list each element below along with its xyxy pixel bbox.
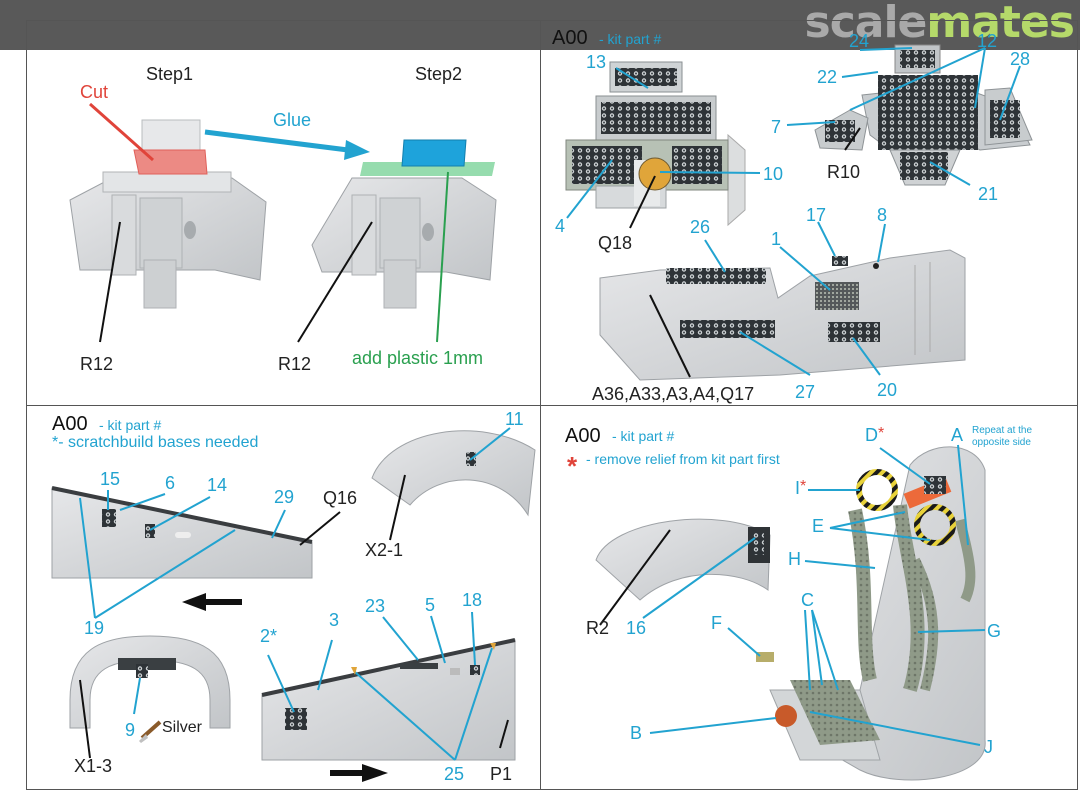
part-23: 23 — [365, 596, 386, 616]
part-g: G — [987, 621, 1002, 641]
q4-subheading: - kit part # — [612, 428, 675, 444]
scratchbuild-asterisk: * — [52, 434, 59, 451]
repeat-note-line2: opposite side — [972, 437, 1031, 448]
part-12: 12 — [977, 31, 998, 51]
part-d-letter: D — [865, 425, 878, 445]
r12-label-step1: R12 — [80, 354, 114, 374]
part-b: B — [630, 723, 643, 743]
front-panel-assembly — [814, 44, 1033, 186]
part-2: 2* — [260, 626, 277, 647]
part-2-number: 2 — [260, 626, 271, 646]
part-q18: Q18 — [598, 233, 633, 253]
part-17: 17 — [806, 205, 827, 225]
headrest-part-r2 — [595, 518, 771, 601]
ejection-seat — [756, 446, 986, 781]
part-18: 18 — [462, 590, 483, 610]
step2-part — [311, 139, 497, 309]
scalemates-logo: scalemates — [804, 0, 1075, 48]
canopy-part-x1-3 — [69, 635, 231, 729]
part-q16: Q16 — [323, 488, 358, 508]
add-plastic-label: add plastic 1mm — [352, 348, 484, 368]
part-16: 16 — [626, 618, 647, 638]
part-29: 29 — [274, 487, 295, 507]
silver-label: Silver — [162, 719, 203, 736]
part-28: 28 — [1010, 49, 1031, 69]
q3-leaders — [79, 427, 511, 761]
part-x2-1: X2-1 — [365, 540, 404, 560]
part-r2: R2 — [586, 618, 610, 638]
step2-label: Step2 — [415, 64, 463, 84]
part-4: 4 — [555, 216, 566, 236]
part-21: 21 — [978, 184, 999, 204]
part-a: A — [951, 425, 964, 445]
cut-leader — [89, 102, 154, 162]
part-f: F — [711, 613, 722, 633]
silver-brush-icon — [139, 720, 162, 743]
q2-heading: A00 — [552, 27, 588, 49]
part-i: I* — [795, 478, 806, 499]
part-11: 11 — [505, 409, 524, 429]
direction-arrow-left — [182, 593, 242, 611]
part-2-asterisk: * — [270, 626, 278, 646]
part-j: J — [984, 737, 993, 757]
part-26: 26 — [690, 217, 711, 237]
part-9: 9 — [125, 720, 136, 740]
part-20: 20 — [877, 380, 898, 400]
part-5: 5 — [425, 595, 436, 615]
q2-leaders — [566, 47, 1021, 376]
horizontal-divider — [26, 405, 1078, 406]
part-a36-group: A36,A33,A3,A4,Q17 — [592, 384, 755, 404]
red-asterisk-icon: * — [567, 451, 578, 481]
part-22: 22 — [817, 67, 838, 87]
part-d-asterisk: * — [878, 425, 885, 442]
part-6: 6 — [165, 473, 176, 493]
part-10: 10 — [763, 164, 784, 184]
instrument-panel-assembly — [565, 61, 746, 227]
part-15: 15 — [100, 469, 121, 489]
part-i-letter: I — [795, 478, 801, 498]
glue-label: Glue — [273, 110, 312, 130]
part-13: 13 — [586, 52, 607, 72]
part-h: H — [788, 549, 801, 569]
q3-heading: A00 — [52, 413, 88, 435]
part-x1-3: X1-3 — [74, 756, 113, 776]
q3-note: *- scratchbuild bases needed — [52, 434, 258, 452]
part-25: 25 — [444, 764, 465, 784]
scratchbuild-note: - scratchbuild bases needed — [58, 434, 259, 451]
direction-arrow-right — [330, 764, 388, 782]
step1-label: Step1 — [146, 64, 194, 84]
part-19: 19 — [84, 618, 105, 638]
part-c: C — [801, 590, 814, 610]
q3-subheading: - kit part # — [99, 417, 162, 433]
part-i-asterisk: * — [800, 478, 807, 495]
canopy-part-x2-1 — [371, 430, 536, 517]
part-24: 24 — [849, 31, 870, 51]
part-1: 1 — [771, 229, 782, 249]
q4-heading: A00 — [565, 425, 601, 447]
left-console-part — [51, 486, 313, 579]
part-27: 27 — [795, 382, 816, 402]
part-7: 7 — [771, 117, 782, 137]
r12-label-step2: R12 — [278, 354, 312, 374]
cut-label: Cut — [80, 82, 109, 102]
part-3: 3 — [329, 610, 340, 630]
part-8: 8 — [877, 205, 888, 225]
cockpit-tub — [599, 249, 966, 381]
part-14: 14 — [207, 475, 228, 495]
step1-part — [69, 119, 267, 309]
q4-note: - remove relief from kit part first — [586, 451, 780, 467]
glue-arrow — [204, 129, 349, 153]
part-p1: P1 — [490, 764, 513, 784]
part-d: D* — [865, 425, 884, 446]
q4-leaders — [642, 444, 986, 746]
part-r10: R10 — [827, 162, 861, 182]
right-console-part — [261, 638, 516, 761]
part-e: E — [812, 516, 825, 536]
q2-subheading: - kit part # — [599, 31, 662, 47]
repeat-note-line1: Repeat at the — [972, 425, 1033, 436]
